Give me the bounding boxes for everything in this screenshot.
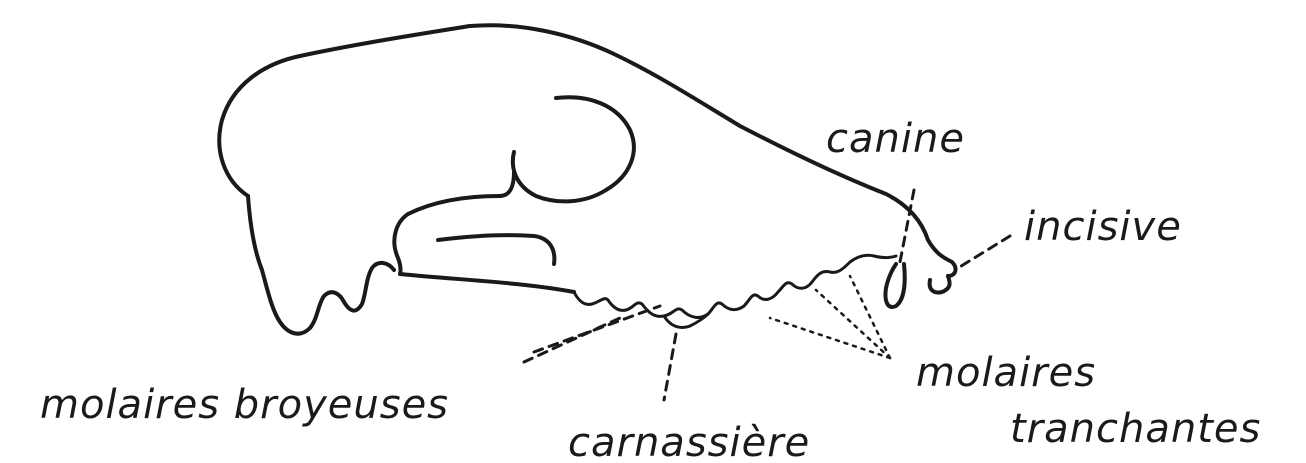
molaires-broyeuses-leader-1	[524, 318, 620, 362]
arch-connector	[394, 214, 408, 274]
incisor-outline	[930, 276, 950, 293]
jaw-line	[400, 274, 574, 292]
canine-outline	[885, 264, 904, 307]
tooth-row	[574, 255, 896, 317]
occipital-outline	[248, 196, 394, 334]
label-carnassiere: carnassière	[568, 420, 810, 463]
label-molaires-broyeuses: molaires broyeuses	[40, 382, 449, 428]
molaires-tranchantes-leader-2	[816, 290, 890, 358]
label-incisive: incisive	[1024, 204, 1182, 250]
carnassiere-leader	[664, 334, 676, 400]
orbit-outline	[513, 97, 634, 201]
label-molaires-tranchantes-line2: tranchantes	[1010, 406, 1261, 452]
label-molaires-tranchantes-line1: molaires	[916, 350, 1096, 396]
zygomatic-arch	[408, 172, 514, 214]
lower-arch	[438, 235, 554, 264]
incisive-leader	[958, 236, 1010, 268]
molaires-broyeuses-leader-2	[534, 306, 660, 352]
skull-drawing	[219, 25, 955, 333]
molaires-tranchantes-leader-1	[770, 318, 890, 358]
label-canine: canine	[826, 116, 965, 162]
canine-leader	[900, 190, 914, 262]
